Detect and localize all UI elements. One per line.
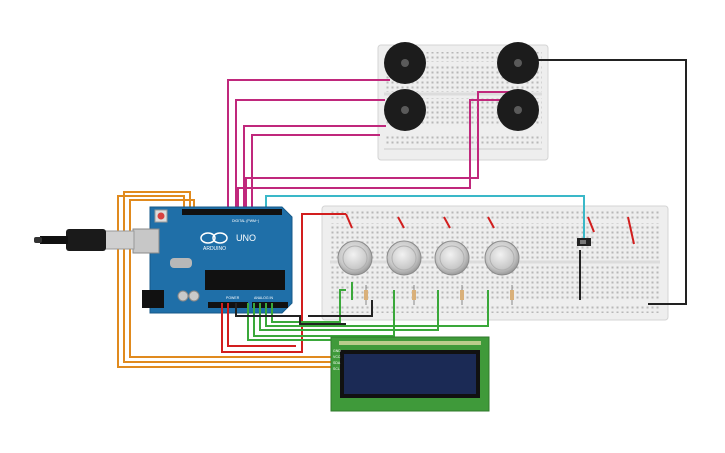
- piezo-buzzer-icon: [384, 89, 426, 131]
- gas-sensor-icon: [484, 240, 520, 276]
- gas-sensor-icon: [434, 240, 470, 276]
- digital-header-label: DIGITAL (PWM~): [232, 219, 259, 223]
- black-wire-buzzer: [530, 59, 687, 305]
- arduino-logo: [200, 232, 228, 244]
- gas-sensor-icon: [386, 240, 422, 276]
- lcd-display[interactable]: GND VCC SDA SCL: [330, 336, 490, 412]
- power-header-label: POWER: [226, 296, 240, 300]
- reset-button[interactable]: [157, 212, 165, 220]
- power-jack: [142, 290, 164, 308]
- lcd-screen: [344, 354, 476, 394]
- black-wires: [235, 250, 581, 325]
- gas-sensor-icon: [337, 240, 373, 276]
- resistor-icon: [460, 285, 464, 305]
- lcd-pin-scl: SCL: [333, 367, 340, 371]
- magenta-wires: [227, 79, 515, 210]
- arduino-brand-label: ARDUINO: [203, 246, 226, 252]
- resistor-icon: [510, 285, 514, 305]
- lcd-pin-gnd: GND: [333, 349, 341, 353]
- usb-port: [132, 228, 160, 254]
- resistor-icon: [364, 285, 368, 305]
- arduino-uno[interactable]: ARDUINO UNO DIGITAL (PWM~) POWER ANALOG …: [132, 206, 293, 314]
- usb-cable-icon: [34, 229, 135, 251]
- microcontroller-chip: [205, 270, 285, 290]
- analog-pin-header: [252, 302, 288, 308]
- lcd-pin-sda: SDA: [333, 361, 341, 365]
- digital-header: [182, 209, 282, 215]
- arduino-model-label: UNO: [236, 233, 256, 243]
- analog-header-label: ANALOG IN: [254, 296, 274, 300]
- lcd-pin-vcc: VCC: [333, 355, 341, 359]
- resistors: [364, 285, 514, 305]
- resistor-icon: [412, 285, 416, 305]
- cyan-wire: [265, 195, 585, 240]
- buzzers: [384, 42, 539, 131]
- gas-sensors: [337, 240, 520, 276]
- piezo-buzzer-icon: [497, 42, 539, 84]
- orange-wires: [117, 191, 336, 368]
- red-wires: [221, 213, 635, 353]
- piezo-buzzer-icon: [384, 42, 426, 84]
- slide-switch-icon[interactable]: [577, 238, 591, 246]
- piezo-buzzer-icon: [497, 89, 539, 131]
